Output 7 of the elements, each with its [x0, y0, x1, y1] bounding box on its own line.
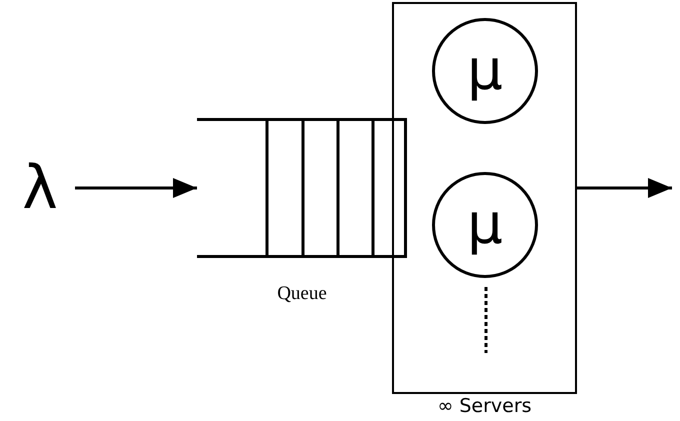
server-box — [392, 2, 577, 394]
caption-text: Queue — [277, 282, 327, 306]
caption-text: ∞ Servers — [437, 394, 532, 419]
rate-label: λ — [5, 145, 75, 231]
queue-drawing — [197, 118, 407, 258]
arrow — [75, 178, 197, 198]
arrow — [577, 178, 672, 198]
